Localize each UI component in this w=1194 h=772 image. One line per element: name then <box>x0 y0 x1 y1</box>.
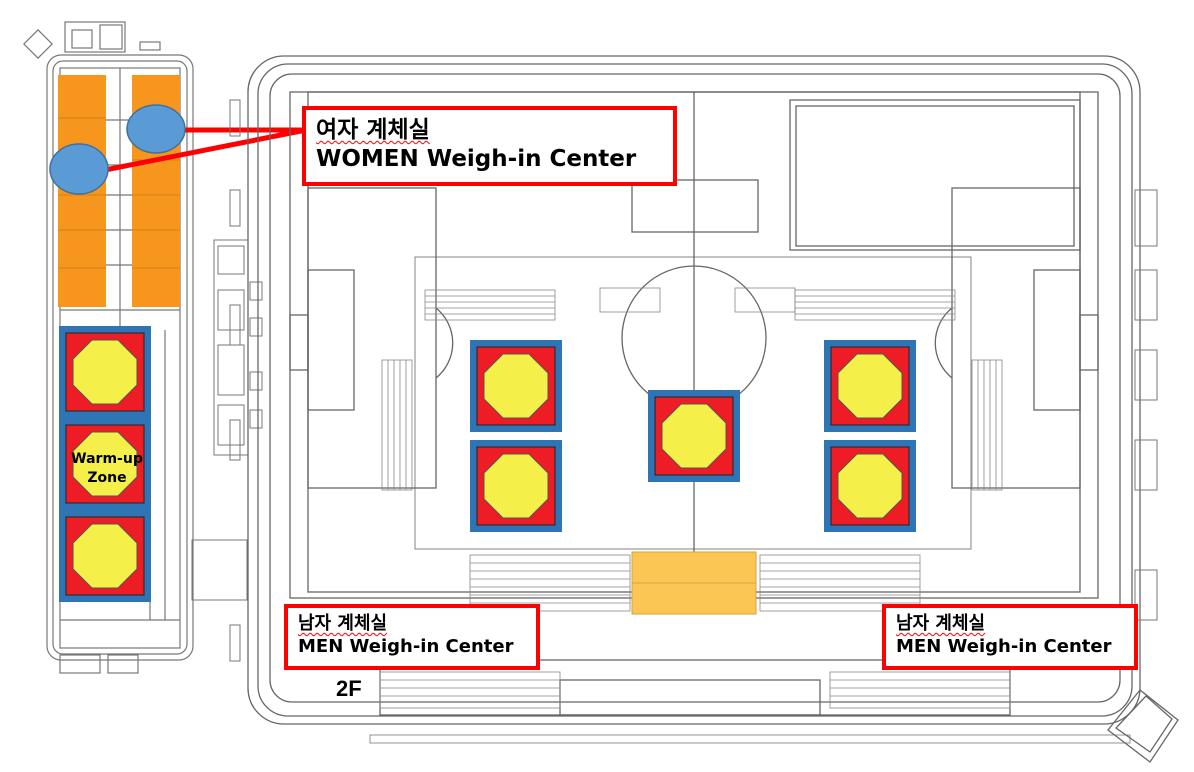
men-weighin-callout-left: 남자 계체실 MEN Weigh-in Center <box>284 604 540 670</box>
warmup-zone-label: Warm-up Zone <box>63 450 151 488</box>
corridor <box>191 99 263 662</box>
men-weighin-right-label-en: MEN Weigh-in Center <box>896 635 1112 657</box>
men-weighin-callout-right: 남자 계체실 MEN Weigh-in Center <box>882 604 1138 670</box>
women-weighin-marker-2 <box>49 143 109 195</box>
men-weighin-left-label-en: MEN Weigh-in Center <box>298 635 514 657</box>
bleachers <box>379 287 1011 709</box>
exterior-fixtures <box>229 189 1158 621</box>
men-weighin-right-label-ko: 남자 계체실 <box>896 613 986 634</box>
women-weighin-marker-1 <box>126 104 186 154</box>
warmup-zone-line2: Zone <box>87 469 127 486</box>
women-weighin-callout: 여자 계체실 WOMEN Weigh-in Center <box>302 106 677 186</box>
women-weighin-label-en: WOMEN Weigh-in Center <box>316 145 637 172</box>
women-connector-lines <box>104 127 307 173</box>
women-weighin-label-ko: 여자 계체실 <box>316 117 430 143</box>
competition-mats <box>469 339 917 533</box>
floor-label: 2F <box>336 676 362 701</box>
warmup-zone-line1: Warm-up <box>71 451 143 467</box>
men-weighin-left-label-ko: 남자 계체실 <box>298 613 388 634</box>
